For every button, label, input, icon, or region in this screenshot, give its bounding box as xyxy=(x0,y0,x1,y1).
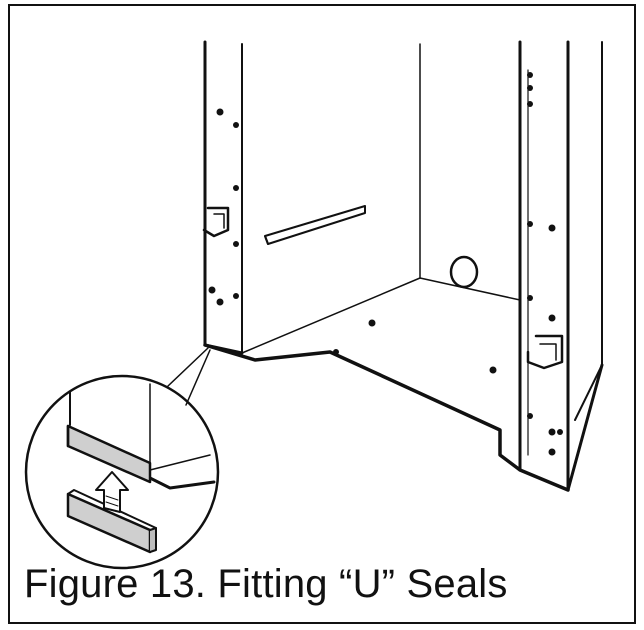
left-bracket xyxy=(202,206,230,238)
u-seal-loose xyxy=(66,489,157,554)
u-seal-fitted xyxy=(66,424,152,484)
figure-caption: Figure 13. Fitting “U” Seals xyxy=(24,562,508,606)
insert-arrow-icon xyxy=(95,471,129,513)
fixing-holes xyxy=(208,72,563,456)
magnifier-callout xyxy=(24,347,220,570)
right-bracket xyxy=(526,334,564,370)
cabinet-body xyxy=(203,40,604,492)
cable-entry-hole xyxy=(449,255,479,289)
slot-opening xyxy=(264,205,366,245)
